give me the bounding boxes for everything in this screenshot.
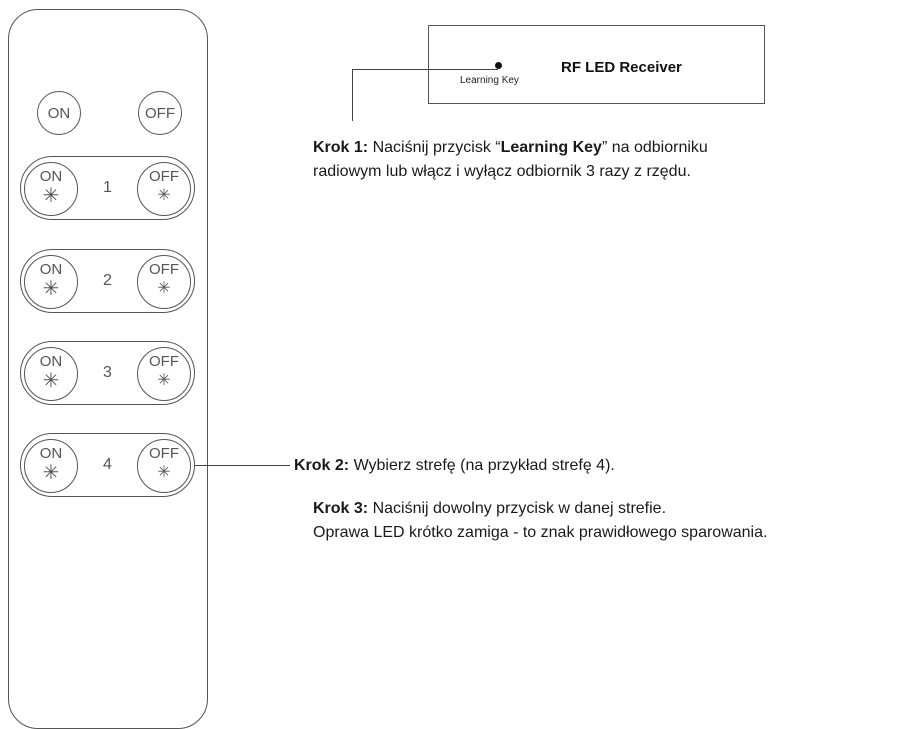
zone-2-on-star-icon: ✳ — [42, 278, 60, 300]
step-2-body: Wybierz strefę (na przykład strefę 4). — [349, 457, 615, 474]
zone-4-off-button[interactable]: OFF ✳ — [137, 439, 191, 493]
zone-1-on-button[interactable]: ON ✳ — [24, 162, 78, 216]
zone-4-off-star-icon: ✳ — [157, 464, 171, 481]
zone-3-off-star-icon: ✳ — [157, 372, 171, 389]
step-3-line-1: Krok 3: Naciśnij dowolny przycisk w dane… — [313, 497, 767, 521]
zone-3-on-label: ON — [39, 353, 63, 370]
zone-2-off-star-icon: ✳ — [157, 280, 171, 297]
zone-2-number: 2 — [103, 272, 112, 289]
step-1-text: Krok 1: Naciśnij przycisk “Learning Key”… — [313, 136, 708, 184]
master-on-button[interactable]: ON — [37, 91, 81, 135]
zone-2-off-button[interactable]: OFF ✳ — [137, 255, 191, 309]
receiver-title: RF LED Receiver — [561, 59, 682, 76]
learning-key-connector-vertical — [352, 69, 354, 121]
step-2-text: Krok 2: Wybierz strefę (na przykład stre… — [294, 454, 615, 478]
step-1-line-1: Krok 1: Naciśnij przycisk “Learning Key”… — [313, 136, 708, 160]
zone-1-number: 1 — [103, 179, 112, 196]
step-1-text-a: Naciśnij przycisk “ — [368, 139, 501, 156]
zone-4-number: 4 — [103, 456, 112, 473]
step-1-prefix: Krok 1: — [313, 139, 369, 156]
zone-2-off-label: OFF — [149, 261, 179, 278]
zone-4-connector-line — [195, 465, 290, 467]
zone-4-off-label: OFF — [149, 445, 179, 462]
zone-4-on-star-icon: ✳ — [42, 462, 60, 484]
step-1-line-2: radiowym lub włącz i wyłącz odbiornik 3 … — [313, 163, 691, 180]
master-on-label: ON — [47, 104, 71, 122]
step-3-text: Krok 3: Naciśnij dowolny przycisk w dane… — [313, 497, 767, 545]
zone-4-on-label: ON — [39, 445, 63, 462]
step-2-prefix: Krok 2: — [294, 457, 350, 474]
zone-1-on-label: ON — [39, 168, 63, 185]
zone-1-on-star-icon: ✳ — [42, 185, 60, 207]
learning-key-label: Learning Key — [460, 75, 519, 86]
step-3-body: Naciśnij dowolny przycisk w danej strefi… — [368, 500, 667, 517]
step-3-line-2: Oprawa LED krótko zamiga - to znak prawi… — [313, 524, 768, 541]
master-off-button[interactable]: OFF — [138, 91, 182, 135]
learning-key-dot[interactable] — [495, 62, 502, 69]
zone-3-number: 3 — [103, 364, 112, 381]
zone-2-on-button[interactable]: ON ✳ — [24, 255, 78, 309]
zone-1-off-star-icon: ✳ — [157, 187, 171, 204]
zone-3-on-star-icon: ✳ — [42, 370, 60, 392]
zone-2-on-label: ON — [39, 261, 63, 278]
remote-control: ON OFF — [8, 9, 208, 729]
step-1-key: Learning Key — [500, 139, 602, 156]
rf-led-receiver: Learning Key RF LED Receiver — [428, 25, 765, 104]
zone-3-off-label: OFF — [149, 353, 179, 370]
step-3-prefix: Krok 3: — [313, 500, 369, 517]
zone-1-off-label: OFF — [149, 168, 179, 185]
zone-3-row: ON ✳ 3 OFF ✳ — [20, 341, 195, 405]
learning-key-connector-horizontal — [352, 69, 498, 71]
zone-3-on-button[interactable]: ON ✳ — [24, 347, 78, 401]
zone-2-row: ON ✳ 2 OFF ✳ — [20, 249, 195, 313]
step-1-text-b: ” na odbiorniku — [601, 139, 708, 156]
zone-3-off-button[interactable]: OFF ✳ — [137, 347, 191, 401]
zone-4-row: ON ✳ 4 OFF ✳ — [20, 433, 195, 497]
zone-1-off-button[interactable]: OFF ✳ — [137, 162, 191, 216]
zone-4-on-button[interactable]: ON ✳ — [24, 439, 78, 493]
master-off-label: OFF — [145, 104, 175, 122]
zone-1-row: ON ✳ 1 OFF ✳ — [20, 156, 195, 220]
